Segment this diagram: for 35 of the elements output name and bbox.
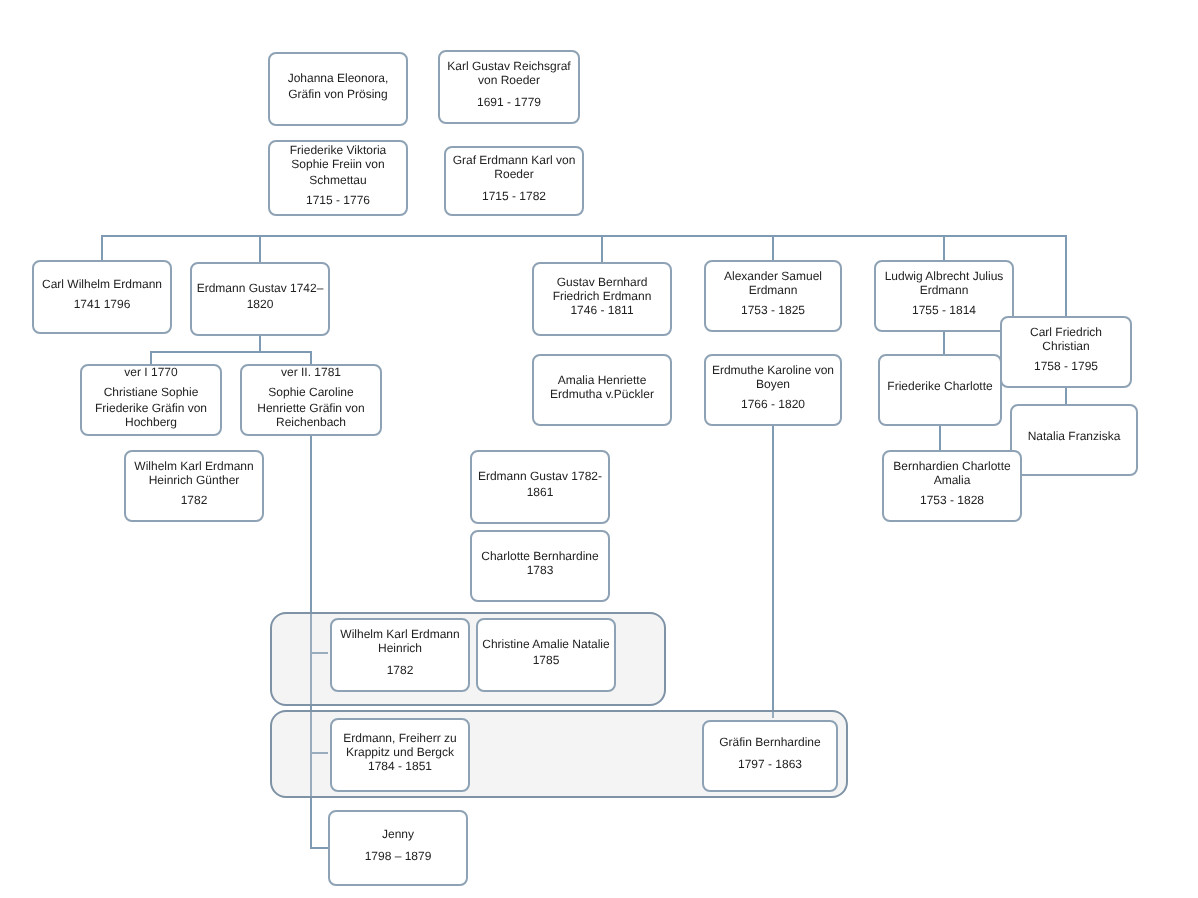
person-box xyxy=(444,146,584,216)
person-box xyxy=(32,260,172,334)
person-box xyxy=(330,718,470,792)
person-box xyxy=(476,618,616,692)
person-box xyxy=(702,720,838,792)
connector-line xyxy=(772,425,774,719)
person-box xyxy=(268,52,408,126)
group-band xyxy=(270,612,666,706)
person-box xyxy=(874,260,1014,332)
person-box xyxy=(328,810,468,886)
person-box xyxy=(438,50,580,124)
person-box xyxy=(1010,404,1138,476)
person-box xyxy=(878,354,1002,426)
person-box xyxy=(532,262,672,336)
connector-line xyxy=(259,335,312,365)
person-box xyxy=(268,140,408,216)
person-box xyxy=(124,450,264,522)
person-box xyxy=(190,262,330,336)
connector-line xyxy=(943,331,945,355)
person-box xyxy=(1000,316,1132,388)
person-box xyxy=(470,530,610,602)
person-box xyxy=(80,364,222,436)
connector-line xyxy=(599,235,1067,317)
person-box xyxy=(532,354,672,426)
group-band xyxy=(270,710,848,798)
person-box xyxy=(882,450,1022,522)
person-box xyxy=(704,260,842,332)
person-box xyxy=(470,450,610,524)
connector-line xyxy=(1065,387,1067,405)
connector-line xyxy=(939,425,941,451)
person-box xyxy=(240,364,382,436)
person-box xyxy=(704,354,842,426)
connector-line xyxy=(259,235,601,263)
connector-line xyxy=(599,235,603,263)
person-box xyxy=(330,618,470,692)
